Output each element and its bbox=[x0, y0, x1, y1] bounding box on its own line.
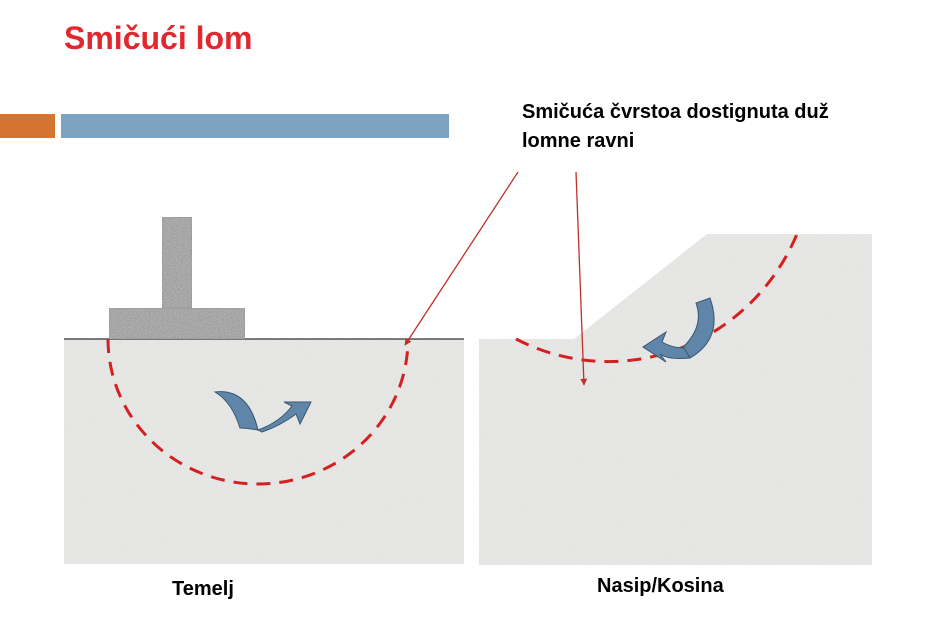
rotation-arrow-head-icon bbox=[256, 401, 312, 433]
failure-surface-left bbox=[106, 338, 410, 486]
callout-line-1: Smičuća čvrstoa dostignuta duž bbox=[522, 101, 829, 123]
accent-bar-orange bbox=[0, 114, 55, 138]
slide-title: Smičući lom bbox=[64, 20, 253, 56]
pointer-arrow-to-slope bbox=[575, 171, 588, 386]
foundation-panel bbox=[64, 216, 464, 564]
footing-base bbox=[108, 307, 246, 340]
soil-block-right bbox=[479, 234, 872, 565]
rotation-arrow-right-head-icon bbox=[642, 330, 691, 363]
callout-text: Smičuća čvrstoa dostignuta duž lomne rav… bbox=[522, 98, 922, 156]
caption-foundation: Temelj bbox=[172, 578, 234, 600]
callout-line-2: lomne ravni bbox=[522, 130, 635, 152]
caption-slope: Nasip/Kosina bbox=[597, 575, 724, 597]
slope-panel bbox=[479, 233, 872, 565]
pointer-arrow-to-foundation bbox=[404, 171, 519, 346]
footing-column bbox=[161, 216, 193, 309]
soil-block-left bbox=[64, 339, 464, 564]
rotation-arrow-icon bbox=[213, 391, 259, 431]
accent-bar-blue bbox=[61, 114, 449, 138]
